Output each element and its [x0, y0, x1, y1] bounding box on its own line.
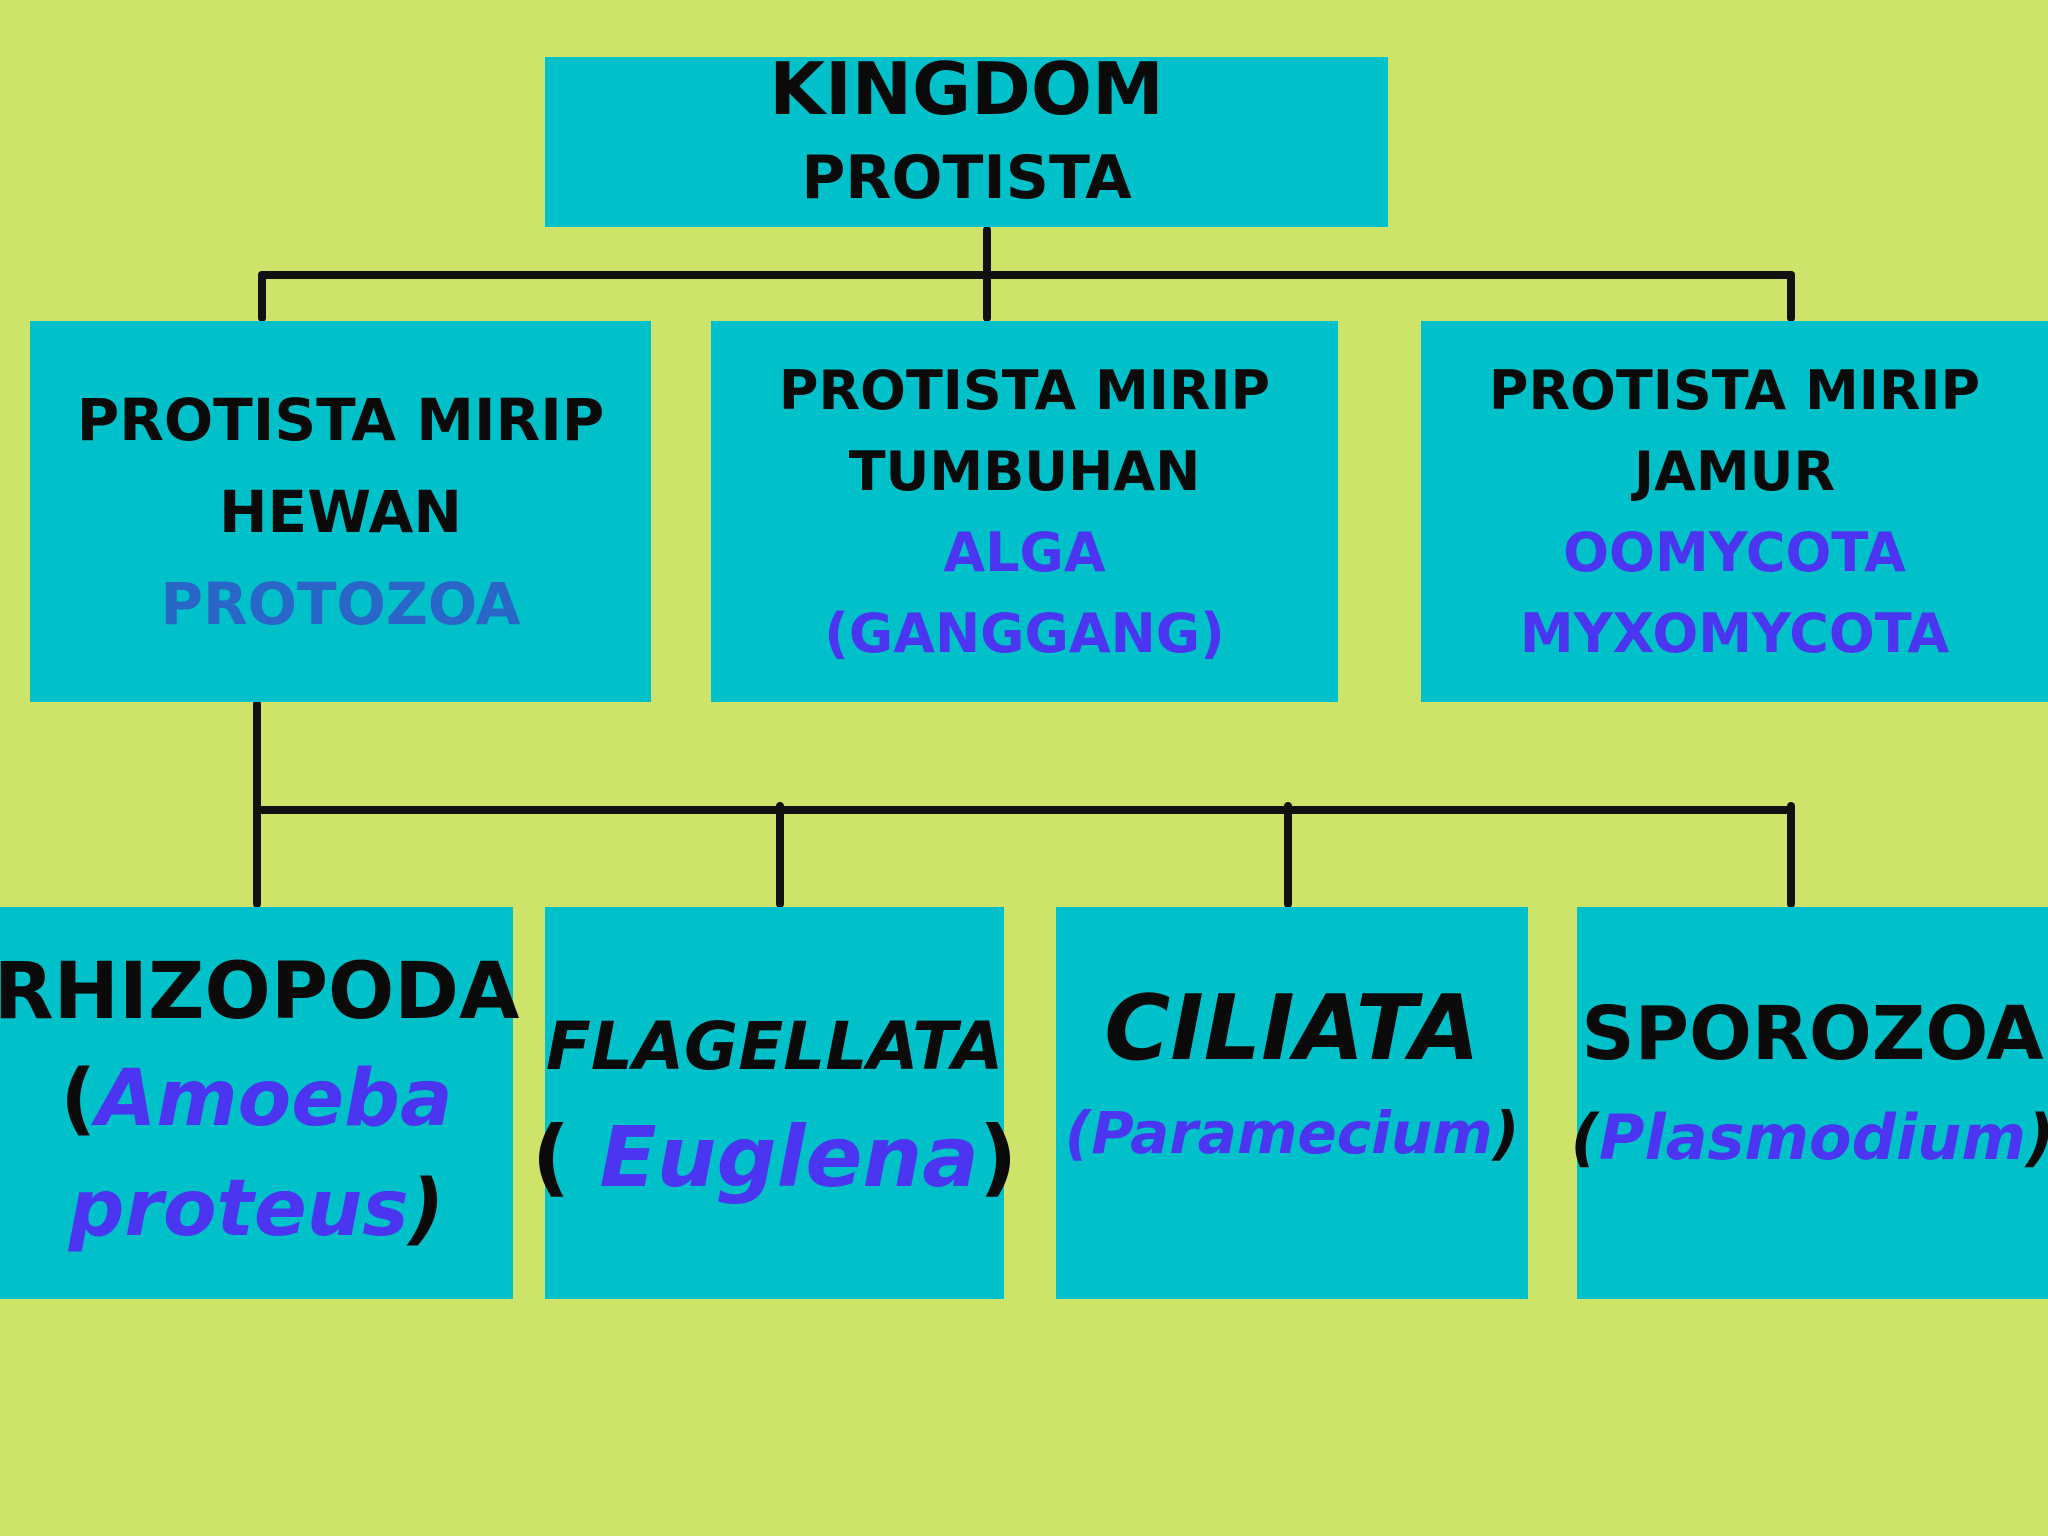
plant-like-line1: PROTISTA MIRIP	[778, 358, 1271, 422]
ciliata-example-line: (Paramecium)	[1065, 1093, 1519, 1173]
fungus-like-line2: JAMUR	[1633, 439, 1836, 503]
fungus-like-line1: PROTISTA MIRIP	[1488, 358, 1981, 422]
sporozoa-open-paren: (	[1570, 1101, 1599, 1174]
sporozoa-box: SPOROZOA (Plasmodium)	[1571, 907, 2048, 1299]
fungus-like-protista-box: PROTISTA MIRIP JAMUR OOMYCOTA MYXOMYCOTA	[1421, 321, 2048, 702]
rhizopoda-name: RHIZOPODA	[0, 947, 520, 1037]
sporozoa-close-paren: )	[2026, 1101, 2048, 1174]
ciliata-close-paren: )	[1492, 1099, 1520, 1167]
ciliata-open-paren: (	[1064, 1099, 1092, 1167]
animal-like-example-protozoa: PROTOZOA	[160, 569, 521, 638]
ciliata-name: CILIATA	[1104, 976, 1480, 1081]
ciliata-box: CILIATA (Paramecium)	[1056, 907, 1528, 1299]
sporozoa-example-genus: Plasmodium	[1599, 1101, 2027, 1174]
flagellata-example-genus: Euglena	[599, 1108, 979, 1206]
animal-like-protista-box: PROTISTA MIRIP HEWAN PROTOZOA	[30, 321, 651, 702]
rhizopoda-example-species: proteus	[68, 1164, 409, 1254]
flagellata-example-line: ( Euglena)	[532, 1107, 1018, 1207]
plant-like-protista-box: PROTISTA MIRIP TUMBUHAN ALGA (GANGGANG)	[711, 321, 1338, 702]
root-title-line1: KINGDOM	[769, 47, 1164, 131]
sporozoa-example-line: (Plasmodium)	[1571, 1093, 2048, 1183]
flagellata-open-paren: (	[531, 1108, 600, 1206]
rhizopoda-example-genus: Amoeba	[96, 1054, 453, 1144]
flagellata-close-paren: )	[978, 1108, 1018, 1206]
kingdom-protista-box: KINGDOM PROTISTA	[545, 47, 1388, 227]
ciliata-example-genus: Paramecium	[1091, 1099, 1493, 1167]
plant-like-line2: TUMBUHAN	[848, 439, 1201, 503]
flagellata-name: FLAGELLATA	[545, 1008, 1004, 1085]
animal-like-line1: PROTISTA MIRIP	[76, 385, 605, 454]
sporozoa-name: SPOROZOA	[1581, 991, 2044, 1077]
plant-like-example-alga: ALGA	[943, 520, 1106, 584]
fungus-like-example-myxomycota: MYXOMYCOTA	[1519, 601, 1950, 665]
fungus-like-example-oomycota: OOMYCOTA	[1563, 520, 1906, 584]
animal-like-line2: HEWAN	[219, 477, 462, 546]
root-title-line2: PROTISTA	[801, 143, 1132, 213]
rhizopoda-open-paren: (	[60, 1054, 97, 1144]
rhizopoda-example-line1: (Amoeba	[60, 1049, 452, 1149]
plant-like-example-ganggang: (GANGGANG)	[824, 601, 1225, 665]
rhizopoda-example-line2: proteus)	[69, 1159, 445, 1259]
rhizopoda-box: RHIZOPODA (Amoeba proteus)	[0, 907, 519, 1299]
rhizopoda-close-paren: )	[408, 1164, 445, 1254]
flagellata-box: FLAGELLATA ( Euglena)	[532, 907, 1017, 1299]
